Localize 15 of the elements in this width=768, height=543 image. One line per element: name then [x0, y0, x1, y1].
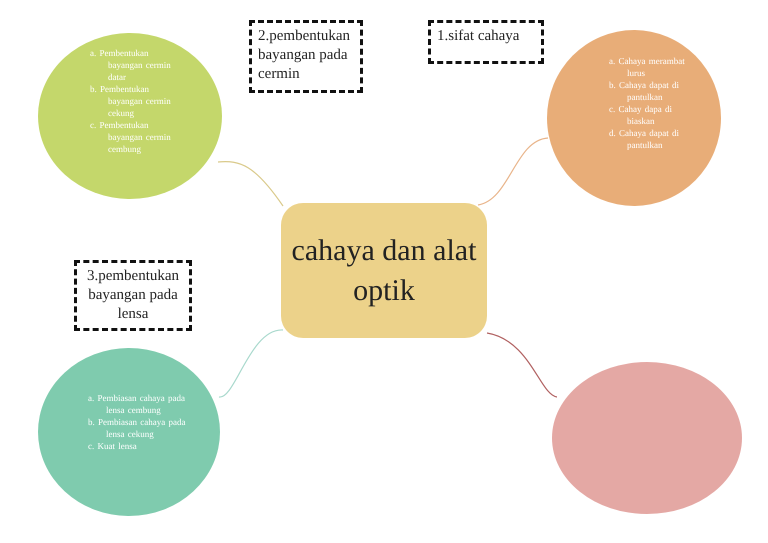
- list-item: c. Kuat lensa: [88, 440, 138, 452]
- list-item: c. Pembentukan bayangan cermin cembung: [90, 119, 172, 155]
- connector-curve: [218, 161, 284, 206]
- topic-label-box: [249, 20, 363, 93]
- topic-text: 1.sifat cahaya: [437, 27, 520, 46]
- connector-curve: [218, 329, 284, 398]
- topic-label-box: [74, 260, 192, 331]
- topic-text: 3.pembentukan bayangan pada lensa: [86, 267, 180, 324]
- central-topic-box: [281, 203, 487, 338]
- list-item: d. Cahaya dapat di pantulkan: [609, 127, 680, 151]
- topic-text: cahaya dan alat optik: [290, 232, 478, 308]
- connector-curve: [478, 137, 548, 206]
- topic-text: 2.pembentukan bayangan pada cermin: [258, 27, 352, 84]
- topic-label-box: [428, 20, 544, 64]
- connector-curve: [486, 332, 558, 398]
